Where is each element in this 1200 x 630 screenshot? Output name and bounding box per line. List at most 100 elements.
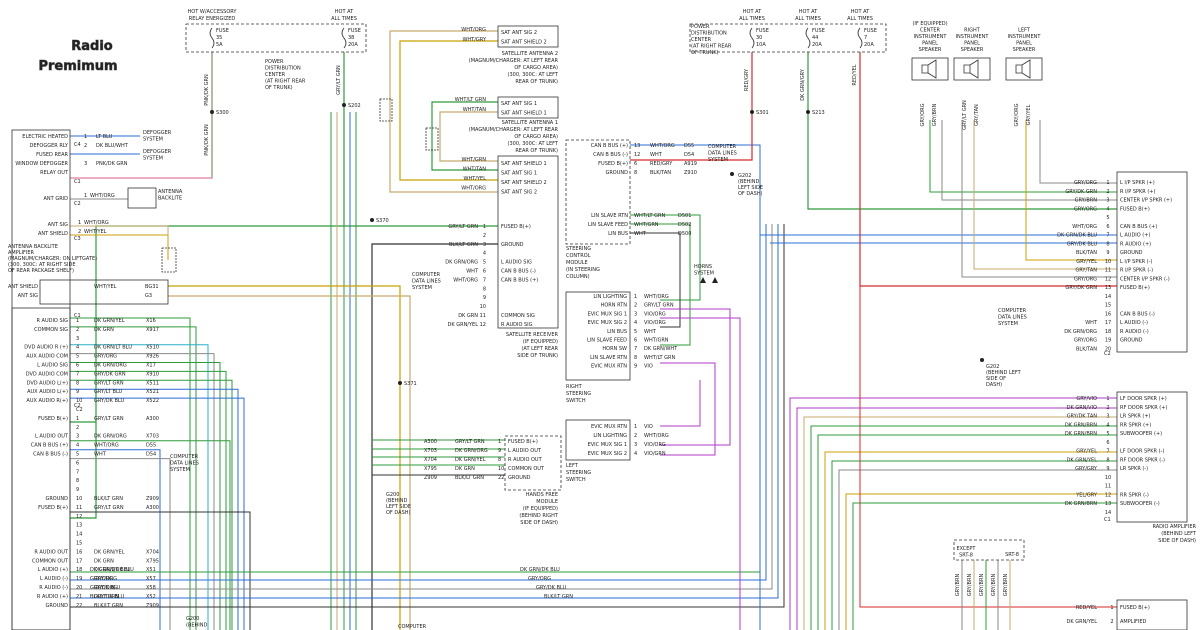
- amp-c1-number: 4: [1106, 206, 1109, 212]
- amp-c3-number: 2: [1110, 619, 1113, 625]
- wire-ant-sig: [168, 295, 411, 630]
- bottom-bus-label: BLK/LT GRN: [544, 594, 573, 600]
- ant-sig-wire: WHT/ORG: [84, 220, 109, 226]
- speaker-wire: GRY/YEL: [1026, 104, 1032, 125]
- splice-label: S301: [756, 110, 769, 116]
- ground-g202-dot: [730, 172, 734, 176]
- computer-lines-4: COMPUTER: [998, 308, 1027, 314]
- ground-g202: G202: [738, 173, 751, 179]
- splice-label: S300: [216, 110, 229, 116]
- fuse-label: FUSE: [756, 28, 769, 34]
- pdc-note-1: (AT RIGHT REAR: [265, 79, 306, 85]
- receiver-pin-number: 2: [483, 233, 486, 239]
- speaker-box: [953, 57, 991, 81]
- amp-c1-pin: R AUDIO (+): [1120, 241, 1151, 247]
- amp-c1-number: 16: [1105, 311, 1111, 317]
- steering-number: 6: [634, 161, 637, 167]
- wire-sat-ant-2-sig: [389, 30, 498, 193]
- receiver-wire: BLK/LT GRN: [449, 242, 478, 248]
- fuse-header: RELAY ENERGIZED: [189, 16, 236, 22]
- receiver-wire: WHT/ORG: [461, 186, 486, 192]
- radio-pin-wire: GRY/ORG: [94, 576, 117, 582]
- right-switch-wire: WHT/GRN: [644, 338, 669, 344]
- amp-c1-number: 1: [1106, 180, 1109, 186]
- amp-c1-number: 18: [1105, 329, 1111, 335]
- bottom-bus-label: GRY/DK BLU: [536, 585, 566, 591]
- steering-pin: GROUND: [605, 170, 628, 176]
- wire-radio-can-b-minus: [70, 458, 171, 630]
- receiver-pin-number: 12: [480, 322, 486, 328]
- wire-blk-lt-grn-ground: [371, 243, 498, 630]
- speaker-wire: GRY/ORG: [1014, 103, 1020, 126]
- amp-c1-pin: R I/P SPKR (+): [1120, 189, 1155, 195]
- amp-c2-number: 14: [1105, 510, 1111, 516]
- radio-pin-wire: GRY/ORG: [94, 585, 117, 591]
- amp-c1-number: 2: [1106, 189, 1109, 195]
- amp-c1-number: 15: [1105, 303, 1111, 309]
- radio-pin-number: 4: [76, 345, 79, 351]
- hands-free-wire: DK GRN: [455, 466, 475, 472]
- sat-ant-2-caption: OF CARGO AREA): [514, 65, 558, 71]
- computer-lines-3: SYSTEM: [708, 157, 728, 163]
- radio-pin-wire: DK GRN: [94, 558, 114, 564]
- amp-c2-number: 9: [1106, 466, 1109, 472]
- amp-c2-wire: DK GRN/BRN: [1065, 422, 1097, 428]
- amp-c2-number: 11: [1105, 484, 1111, 490]
- bottom-bus-label: GRY/DK BLU: [90, 585, 120, 591]
- wire-radio-ground: [70, 511, 251, 630]
- amp-c2-number: 4: [1106, 422, 1109, 428]
- radio-pin-number: 5: [76, 354, 79, 360]
- hands-free-pin: L AUDIO OUT: [508, 448, 542, 454]
- amp-c1-pin: FUSED B(+): [1120, 206, 1150, 212]
- wire-red-gry: [630, 52, 753, 161]
- computer-lines-4: DATA LINES: [998, 315, 1027, 321]
- amp-c1-pin: FUSED B(+): [1120, 285, 1150, 291]
- srt8-wire-label: GRY/BRN: [955, 574, 961, 597]
- radio-pin-label: AUX AUDIO R(+): [26, 398, 68, 404]
- wire-amp-rip: [929, 120, 1117, 193]
- amp-c2-pin: RR SPKR (-): [1120, 492, 1149, 498]
- amp-c2-box: [1116, 391, 1188, 523]
- receiver-pin: L AUDIO SIG: [501, 260, 532, 266]
- steering-caption: CONTROL: [566, 253, 591, 259]
- connector-id: C1: [74, 179, 81, 185]
- radio-pin-number: 15: [76, 541, 82, 547]
- radio-pin-label: DEFOGGER RLY: [30, 143, 69, 149]
- splice-S301: [750, 110, 754, 114]
- right-switch-wire: WHT/LT GRN: [644, 355, 676, 361]
- amp-c1-pin: CAN B BUS (+): [1120, 224, 1157, 230]
- hands-free-pin: COMMON OUT: [508, 466, 545, 472]
- left-switch-number: 4: [634, 451, 637, 457]
- connector-id: C3: [74, 236, 81, 242]
- steering-wire: RED/GRY: [650, 161, 673, 167]
- fuse-number: 38: [348, 35, 354, 41]
- sat-ant-1-caption: REAR OF TRUNK): [515, 148, 558, 154]
- hands-free-pin: FUSED B(+): [508, 439, 538, 445]
- speaker-caption: SPEAKER: [919, 47, 942, 53]
- amp-c1-number: 19: [1105, 338, 1111, 344]
- receiver-pin-number: 1: [483, 224, 486, 230]
- amp-c1-number: 9: [1106, 250, 1109, 256]
- amp-c2-wire: DK GRN/YEL: [1067, 457, 1098, 463]
- steering-caption: COLUMN): [566, 274, 590, 280]
- radio-pin-label: FUSED REAR: [36, 152, 68, 158]
- srt8-wire-label: GRY/BRN: [1003, 574, 1009, 597]
- amp-c1-wire: GRY/ORG: [1074, 206, 1097, 212]
- speaker-caption: INSTRUMENT: [1008, 34, 1042, 40]
- radio-pin-label: RELAY OUT: [40, 170, 69, 176]
- steering-lin-wire: WHT/LT GRN: [634, 213, 666, 219]
- sat-ant-1-caption: (300, 300C: AT LEFT: [508, 141, 559, 147]
- hands-free-caption: SIDE OF DASH): [520, 520, 558, 526]
- radio-pin-label: WINDOW DEFOGGER: [15, 161, 68, 167]
- amp-c2-wire: GRY/GRY: [1075, 466, 1098, 472]
- radio-pin-number: 17: [76, 558, 82, 564]
- amp-c1-number: 5: [1106, 215, 1109, 221]
- radio-pin-number: 10: [76, 398, 82, 404]
- right-switch-wire: WHT/ORG: [644, 294, 669, 300]
- steering-caption: (IN STEERING: [566, 267, 600, 273]
- antenna-backlite-label: ANTENNA: [158, 189, 183, 195]
- fuse-header: ALL TIMES: [795, 16, 821, 22]
- speaker-box: [911, 57, 949, 81]
- right-switch-pin: LIN LIGHTING: [593, 294, 627, 300]
- amp-c2-wire: GRY/VIO: [1076, 396, 1097, 402]
